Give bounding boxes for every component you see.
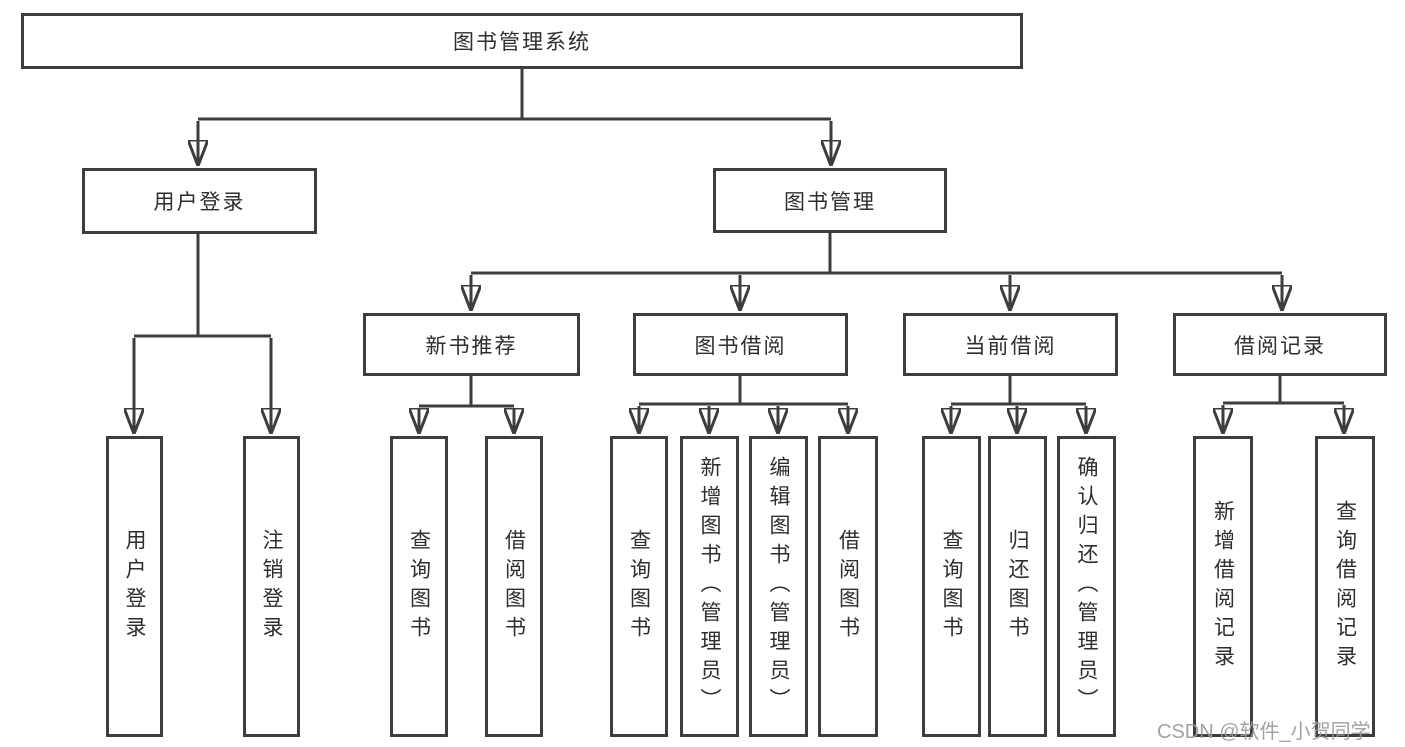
csdn-watermark: CSDN @软件_小贺同学 (1157, 721, 1371, 743)
leaf-borrow-book-recommend: 借阅图书 (485, 436, 543, 737)
leaf-logout: 注销登录 (243, 436, 300, 737)
leaf-user-login: 用户登录 (106, 436, 163, 737)
leaf-add-borrow-record: 新增借阅记录 (1193, 436, 1253, 737)
connector-book-management-branch (471, 232, 1282, 275)
connector-root-branch (198, 68, 831, 121)
leaf-query-book-recommend: 查询图书 (390, 436, 448, 737)
leaf-query-book-current: 查询图书 (922, 436, 981, 737)
connector-book-borrow-branch (639, 376, 848, 406)
connector-new-book-branch (419, 376, 514, 408)
connector-borrow-records-branch (1223, 376, 1344, 405)
connector-current-borrow-branch (951, 376, 1086, 406)
node-book-borrow: 图书借阅 (633, 313, 848, 376)
leaf-query-book-borrow: 查询图书 (610, 436, 668, 737)
leaf-borrow-book-borrow: 借阅图书 (818, 436, 878, 737)
leaf-return-book: 归还图书 (988, 436, 1047, 737)
node-borrow-records: 借阅记录 (1173, 313, 1387, 376)
node-new-book-recommend: 新书推荐 (363, 313, 580, 376)
node-root: 图书管理系统 (21, 13, 1023, 69)
leaf-add-book-admin: 新增图书（管理员） (680, 436, 739, 737)
leaf-edit-book-admin: 编辑图书（管理员） (749, 436, 808, 737)
node-user-login: 用户登录 (82, 168, 317, 234)
leaf-query-borrow-record: 查询借阅记录 (1315, 436, 1375, 737)
connector-user-login-branch (134, 234, 271, 338)
node-book-management: 图书管理 (713, 168, 947, 233)
node-current-borrow: 当前借阅 (903, 313, 1118, 376)
leaf-confirm-return-admin: 确认归还（管理员） (1057, 436, 1116, 737)
